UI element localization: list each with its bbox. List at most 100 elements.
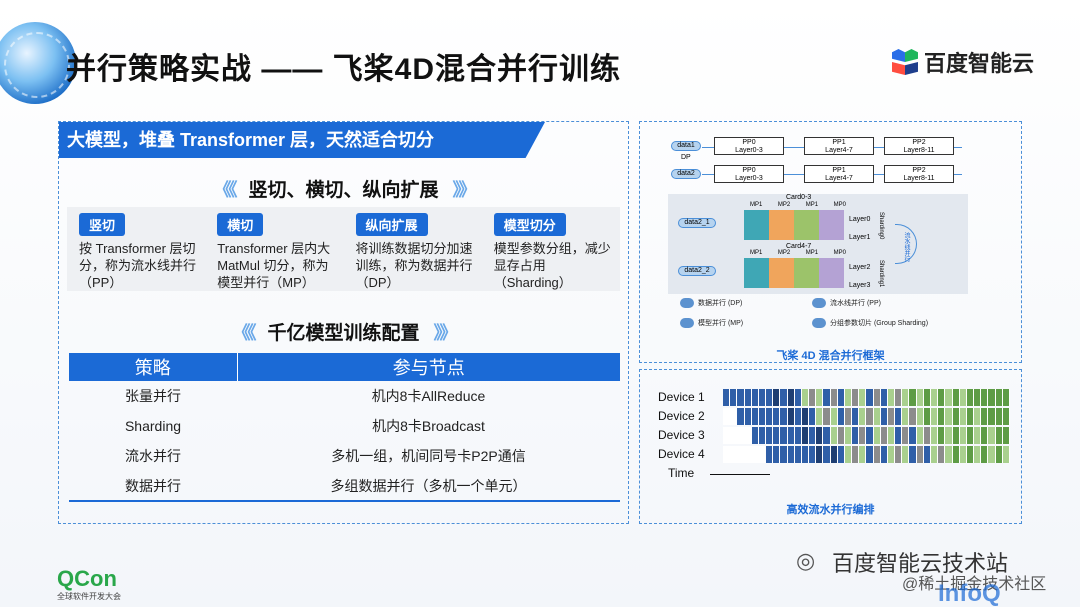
schedule-cell [873, 427, 881, 444]
schedule-cell [844, 427, 853, 444]
schedule-cell [844, 389, 853, 406]
mp-label: MP1 [750, 202, 763, 208]
schedule-cell [780, 446, 788, 463]
table-cell: Sharding [124, 418, 182, 434]
schedule-cell [830, 427, 838, 444]
schedule-cell [816, 427, 824, 444]
pp-layers: Layer0-3 [735, 175, 763, 182]
schedule-cell [880, 389, 888, 406]
qcon-subtitle: 全球软件开发大会 [57, 592, 121, 601]
schedule-cell [837, 427, 845, 444]
schedule-cell [945, 427, 953, 444]
schedule-cell [737, 446, 745, 463]
section-heading-split: 《《竖切、横切、纵向扩展》》 [59, 175, 628, 202]
schedule-cell [780, 408, 788, 425]
schedule-cell [787, 408, 795, 425]
schedule-cell [916, 389, 924, 406]
schedule-row [723, 389, 1010, 406]
mp-bar [744, 258, 844, 288]
schedule-cell [909, 446, 917, 463]
left-panel: 大模型，堆叠 Transformer 层，天然适合切分 《《竖切、横切、纵向扩展… [58, 121, 629, 524]
pp-layers: Layer4-7 [825, 175, 853, 182]
layer-label: Layer3 [849, 282, 871, 289]
schedule-cell [837, 446, 845, 463]
schedule-cell [751, 446, 759, 463]
schedule-cell [902, 427, 910, 444]
banner: 大模型，堆叠 Transformer 层，天然适合切分 [59, 122, 545, 158]
pp-label: PP2 [912, 167, 926, 174]
schedule-cell [909, 408, 917, 425]
card-sharding: 模型切分 模型参数分组，减少显存占用（Sharding） [482, 207, 620, 291]
schedule-cell [816, 389, 824, 406]
schedule-cell [981, 446, 989, 463]
pipeline-caption: 高效流水并行编排 [786, 504, 875, 516]
schedule-cell [959, 446, 967, 463]
schedule-cell [859, 427, 867, 444]
schedule-cell [923, 427, 931, 444]
table-cell: 机内8卡AllReduce [371, 388, 486, 404]
schedule-cell [1002, 446, 1010, 463]
table-cell: 张量并行 [125, 388, 181, 404]
schedule-cell [737, 408, 745, 425]
schedule-row [723, 446, 1010, 463]
table-cell: 机内8卡Broadcast [372, 418, 485, 434]
schedule-cell [744, 389, 752, 406]
schedule-cell [880, 427, 888, 444]
schedule-cell [723, 446, 731, 463]
mp-bar [744, 210, 844, 240]
mp-label: MP0 [833, 250, 846, 256]
schedule-cell [730, 408, 738, 425]
schedule-cell [974, 389, 982, 406]
layer-label: Layer2 [849, 264, 871, 271]
schedule-cell [895, 446, 903, 463]
pp-layers: Layer8-11 [903, 147, 935, 154]
schedule-cell [852, 408, 860, 425]
schedule-cell [823, 389, 831, 406]
pp-label: PP2 [912, 139, 926, 146]
schedule-cell [859, 389, 867, 406]
schedule-cell [1002, 389, 1010, 406]
watermark: 百度智能云技术站 [832, 551, 1009, 576]
time-label: Time [668, 466, 695, 480]
schedule-cell [887, 427, 896, 444]
schedule-cell [809, 408, 817, 425]
mp-label: MP0 [833, 202, 846, 208]
schedule-cell [966, 446, 975, 463]
table-header: 策略 [69, 353, 238, 381]
table-header-row: 策略 参与节点 [69, 353, 620, 381]
schedule-cell [773, 408, 781, 425]
infoq-logo: InfoQ [938, 580, 1001, 607]
wechat-icon: ◎ [796, 548, 816, 573]
schedule-cell [945, 408, 953, 425]
schedule-cell [794, 389, 802, 406]
card-vertical: 竖切 按 Transformer 层切分，称为流水线并行（PP） [67, 207, 205, 291]
schedule-cell [730, 389, 738, 406]
legend-sharding: 分组参数切片 (Group Sharding) [812, 318, 928, 328]
schedule-cell [852, 389, 860, 406]
schedule-cell [830, 446, 838, 463]
schedule-cell [794, 408, 802, 425]
schedule-cell [809, 427, 817, 444]
table-row: Sharding 机内8卡Broadcast [69, 411, 620, 441]
schedule-cell [730, 446, 738, 463]
card-tag: 横切 [217, 213, 264, 236]
schedule-cell [859, 408, 867, 425]
schedule-cell [945, 446, 953, 463]
schedule-cell [816, 446, 824, 463]
schedule-cell [923, 389, 931, 406]
schedule-cell [995, 408, 1003, 425]
schedule-cell [801, 446, 810, 463]
legend-label: 流水线并行 (PP) [830, 300, 881, 307]
brand-cube-icon [891, 49, 918, 75]
data-node: data2_1 [678, 218, 716, 228]
legend-mp: 模型并行 (MP) [680, 318, 743, 328]
data-node: data2_2 [678, 266, 716, 276]
chevron-left-icon: 《《 [213, 180, 237, 200]
schedule-cell [780, 389, 788, 406]
card-scale: 纵向扩展 将训练数据切分加速训练，称为数据并行（DP） [344, 207, 482, 291]
card-desc: 模型参数分组，减少显存占用（Sharding） [493, 241, 611, 290]
